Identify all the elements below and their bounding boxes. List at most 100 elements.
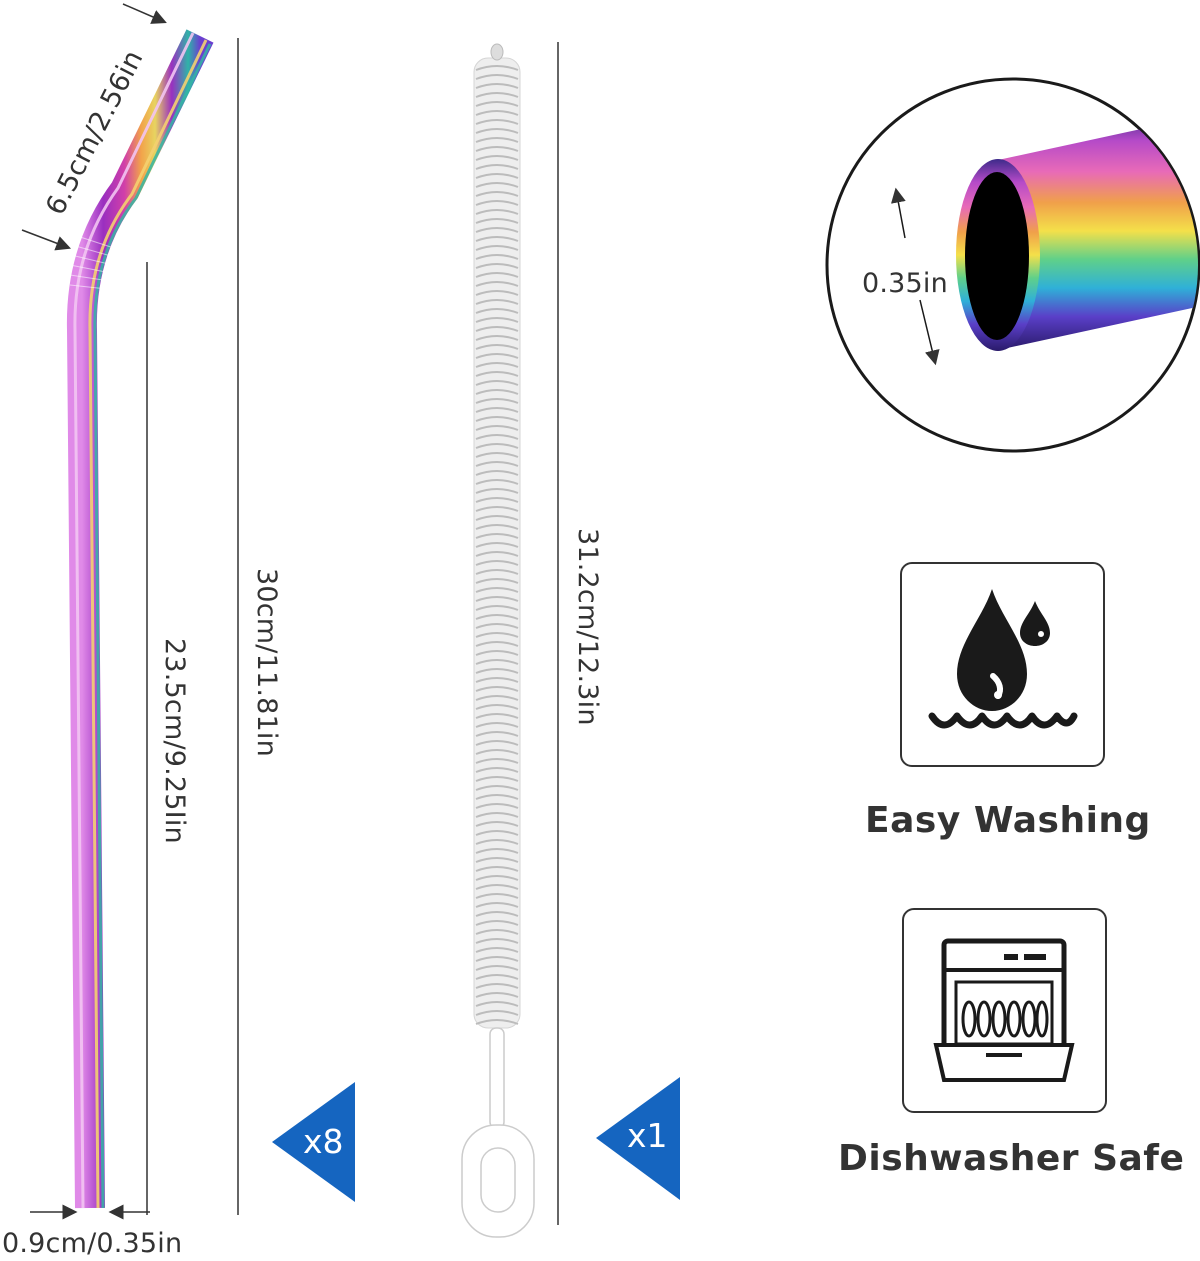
- brush-bristle: [475, 173, 519, 179]
- brush-bristle: [475, 254, 519, 260]
- brush-bristle: [475, 389, 519, 395]
- brush-bristle: [475, 596, 519, 602]
- brush-bristle: [475, 281, 519, 287]
- brush-bristle: [475, 362, 519, 368]
- brush-bristle: [475, 821, 519, 827]
- straight-length-label: 23.5cm/9.25Iin: [159, 638, 190, 844]
- dishwasher-safe-label: Dishwasher Safe: [838, 1138, 1185, 1179]
- brush-bristle: [475, 416, 519, 422]
- brush-bristle: [475, 641, 519, 647]
- brush-bristle: [475, 956, 519, 962]
- brush-bristle: [475, 623, 519, 629]
- brush-bristle: [475, 335, 519, 341]
- brush-bristle: [475, 1010, 519, 1016]
- brush-bristle: [475, 803, 519, 809]
- brush-bristle: [475, 605, 519, 611]
- brush-bristle: [475, 398, 519, 404]
- brush-bristle: [475, 299, 519, 305]
- brush-bristle: [475, 569, 519, 575]
- brush-bristle: [475, 551, 519, 557]
- brush-bristle: [475, 938, 519, 944]
- brush-bristle: [475, 542, 519, 548]
- brush-bristle: [475, 857, 519, 863]
- brush-bristle: [475, 731, 519, 737]
- length-guide-lines: [146, 38, 559, 1225]
- brush-bristle: [475, 920, 519, 926]
- brush-bristle: [475, 380, 519, 386]
- brush-bristle: [475, 758, 519, 764]
- brush-bristle: [475, 866, 519, 872]
- brush-bristle: [475, 506, 519, 512]
- brush-bristle: [475, 749, 519, 755]
- brush-bristle: [475, 830, 519, 836]
- brush-bristle: [475, 326, 519, 332]
- brush-bristle: [475, 785, 519, 791]
- brush-bristle: [475, 434, 519, 440]
- brush-bristle: [475, 488, 519, 494]
- brush-bristle: [475, 650, 519, 656]
- brush-bristle: [475, 911, 519, 917]
- brush-bristle: [475, 344, 519, 350]
- brush-quantity-badge: [596, 1077, 680, 1200]
- brush-bristle: [475, 560, 519, 566]
- dishwasher-safe-icon-box: [902, 908, 1107, 1113]
- brush-bristle: [475, 92, 519, 98]
- total-length-label: 30cm/11.81in: [251, 568, 282, 757]
- brush-bristle: [475, 110, 519, 116]
- brush-bristle: [475, 524, 519, 530]
- brush-bristle: [475, 704, 519, 710]
- brush-bristle: [475, 875, 519, 881]
- brush-bristle: [475, 1001, 519, 1007]
- easy-washing-label: Easy Washing: [865, 800, 1151, 841]
- easy-washing-icon-box: [900, 562, 1105, 767]
- brush-bristle: [475, 371, 519, 377]
- brush-bristle: [475, 839, 519, 845]
- brush-bristle: [475, 146, 519, 152]
- bend-dimension-markers: [21, 3, 167, 251]
- brush-bristle: [475, 200, 519, 206]
- brush-bristle: [475, 497, 519, 503]
- brush-bristle: [475, 902, 519, 908]
- brush-bristle: [475, 893, 519, 899]
- brush-bristle: [475, 128, 519, 134]
- brush-bristle: [475, 74, 519, 80]
- opening-closeup: [825, 77, 1200, 453]
- brush-bristle: [475, 227, 519, 233]
- straw-quantity-badge: [272, 1082, 355, 1202]
- brush-bristle: [475, 272, 519, 278]
- diameter-label: 0.9cm/0.35in: [2, 1228, 183, 1259]
- brush-bristle: [475, 812, 519, 818]
- brush-bristle: [475, 155, 519, 161]
- brush-bristle: [475, 479, 519, 485]
- brush-bristle: [475, 425, 519, 431]
- brush-bristle: [475, 992, 519, 998]
- brush-bristle: [475, 470, 519, 476]
- dishwasher-icon: [933, 938, 1075, 1082]
- brush-bristle: [475, 209, 519, 215]
- brush-bristle: [475, 659, 519, 665]
- brush-bristle: [475, 929, 519, 935]
- brush-bristle: [475, 974, 519, 980]
- brush-bristle: [475, 776, 519, 782]
- brush-bristle: [475, 947, 519, 953]
- brush-bristle: [475, 722, 519, 728]
- brush-length-label: 31.2cm/12.3in: [572, 528, 603, 726]
- brush-bristle: [475, 983, 519, 989]
- brush-bristle: [475, 452, 519, 458]
- brush-bristle: [475, 578, 519, 584]
- straw: [66, 29, 214, 1209]
- brush-bristle: [475, 191, 519, 197]
- inner-diameter-label: 0.35in: [862, 268, 948, 299]
- brush-bristle: [475, 965, 519, 971]
- brush-bristle: [475, 83, 519, 89]
- brush-bristle: [475, 632, 519, 638]
- cleaning-brush: [461, 43, 535, 1238]
- brush-bristle: [475, 461, 519, 467]
- brush-bristle: [475, 668, 519, 674]
- brush-bristle: [475, 263, 519, 269]
- brush-bristle: [475, 884, 519, 890]
- brush-bristle: [475, 794, 519, 800]
- brush-quantity-text: x1: [627, 1116, 668, 1155]
- brush-bristle: [475, 245, 519, 251]
